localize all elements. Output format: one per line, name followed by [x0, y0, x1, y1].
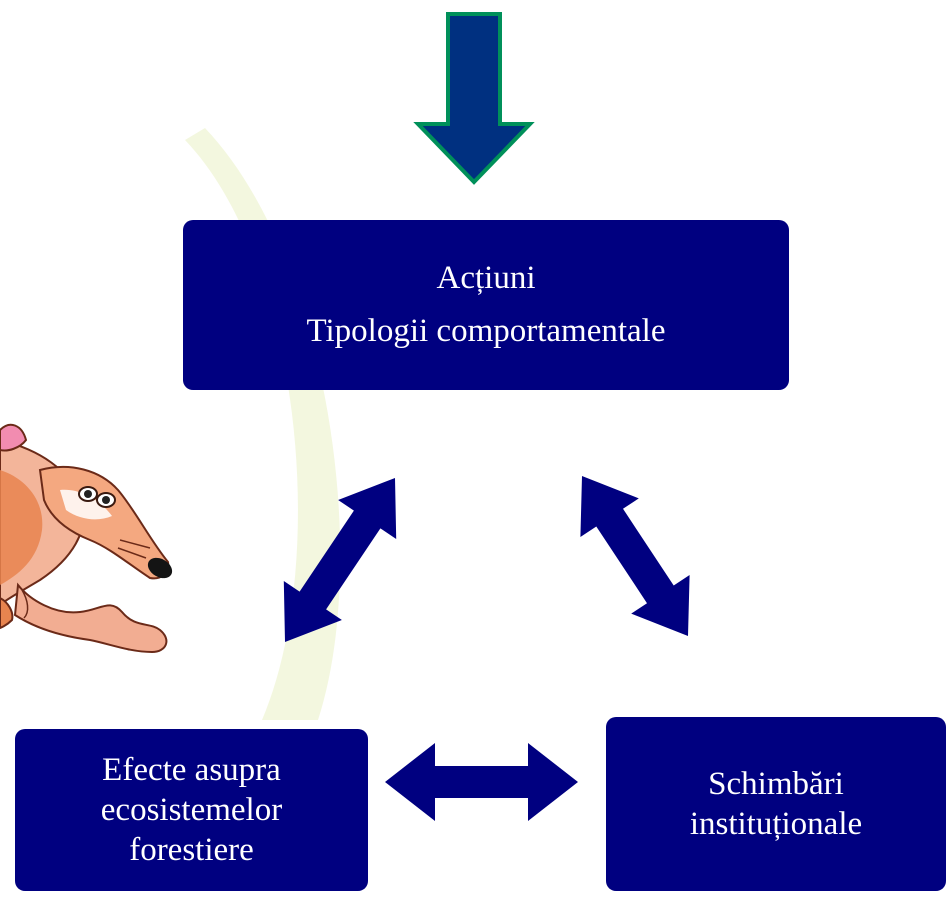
double-arrow-left-diagonal: [283, 478, 397, 642]
box-institutional-line1: Schimbări: [708, 765, 844, 802]
double-arrow-horizontal: [385, 743, 578, 821]
box-effects-line2: ecosistemelor: [100, 791, 283, 828]
box-actions-line1: Acțiuni: [436, 260, 536, 297]
box-effects-line3: forestiere: [129, 832, 254, 869]
entry-arrow: [413, 12, 535, 185]
box-actions: Acțiuni Tipologii comportamentale: [183, 220, 789, 390]
box-effects-line1: Efecte asupra: [102, 751, 281, 788]
background-arc: [185, 128, 341, 720]
box-institutional-line2: instituționale: [689, 806, 863, 842]
double-arrow-right-diagonal: [580, 476, 690, 636]
box-effects: Efecte asupra ecosistemelor forestiere: [15, 729, 368, 891]
cartoon-fox-illustration: [0, 423, 173, 654]
box-institutional-changes: Schimbări instituționale: [606, 717, 946, 891]
box-actions-line2: Tipologii comportamentale: [306, 313, 666, 349]
